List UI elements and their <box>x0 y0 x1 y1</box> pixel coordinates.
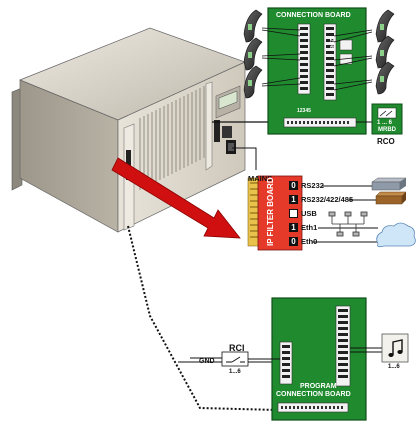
port-label-eth1: Eth1 <box>301 223 318 232</box>
port-box-usb <box>289 209 298 218</box>
network-icon <box>328 211 368 237</box>
phone-icon <box>375 9 395 43</box>
mains-line <box>232 147 257 170</box>
phone-icon <box>243 65 263 99</box>
port-label-usb: USB <box>301 209 317 218</box>
phone-icon <box>375 61 395 95</box>
program-cable <box>127 225 279 411</box>
port-label-eth0: Eth0 <box>301 237 318 246</box>
mrbd-range-label: 1 ... 6 <box>377 120 393 126</box>
program-connection-board <box>271 297 382 421</box>
cloud-icon <box>376 222 416 248</box>
connection-board-title: CONNECTION BOARD <box>276 12 351 19</box>
rack-unit <box>11 27 246 233</box>
modem-icon <box>371 177 407 191</box>
port-label-rs422: RS232/422/485 <box>301 195 354 204</box>
port-label-rs232: RS232 <box>301 181 324 190</box>
rci-switch <box>210 351 280 367</box>
port-box-eth0: 0 <box>289 237 298 246</box>
port-box-rs422: 1 <box>289 195 298 204</box>
mains-label: MAINS <box>248 174 273 183</box>
red-arrow <box>111 157 241 239</box>
rci-label: RCI <box>229 343 245 353</box>
rco-label: RCO <box>377 137 395 146</box>
rci-range-label: 1...6 <box>229 369 241 375</box>
gnd-label: GND <box>199 358 215 365</box>
port-box-rs232: 0 <box>289 181 298 190</box>
music-note-icon <box>381 333 409 363</box>
board-numbers-left: 12345 <box>297 108 311 114</box>
phone-icon <box>243 9 263 43</box>
modem-icon <box>375 191 407 205</box>
connection-board <box>261 7 373 135</box>
program-board-title-1: PROGRAM <box>300 383 337 390</box>
mrbd-module <box>356 103 403 135</box>
audio-range-label: 1...6 <box>388 364 400 370</box>
ip-filter-board-label: IP FILTER BOARD <box>266 177 275 246</box>
port-box-eth1: 1 <box>289 223 298 232</box>
mrbd-label: MRBD <box>378 127 396 133</box>
board-numbers-right: 12345 <box>328 36 334 50</box>
relay-icon <box>379 110 393 117</box>
program-board-title-2: CONNECTION BOARD <box>276 391 351 398</box>
phone-icon <box>243 37 263 71</box>
